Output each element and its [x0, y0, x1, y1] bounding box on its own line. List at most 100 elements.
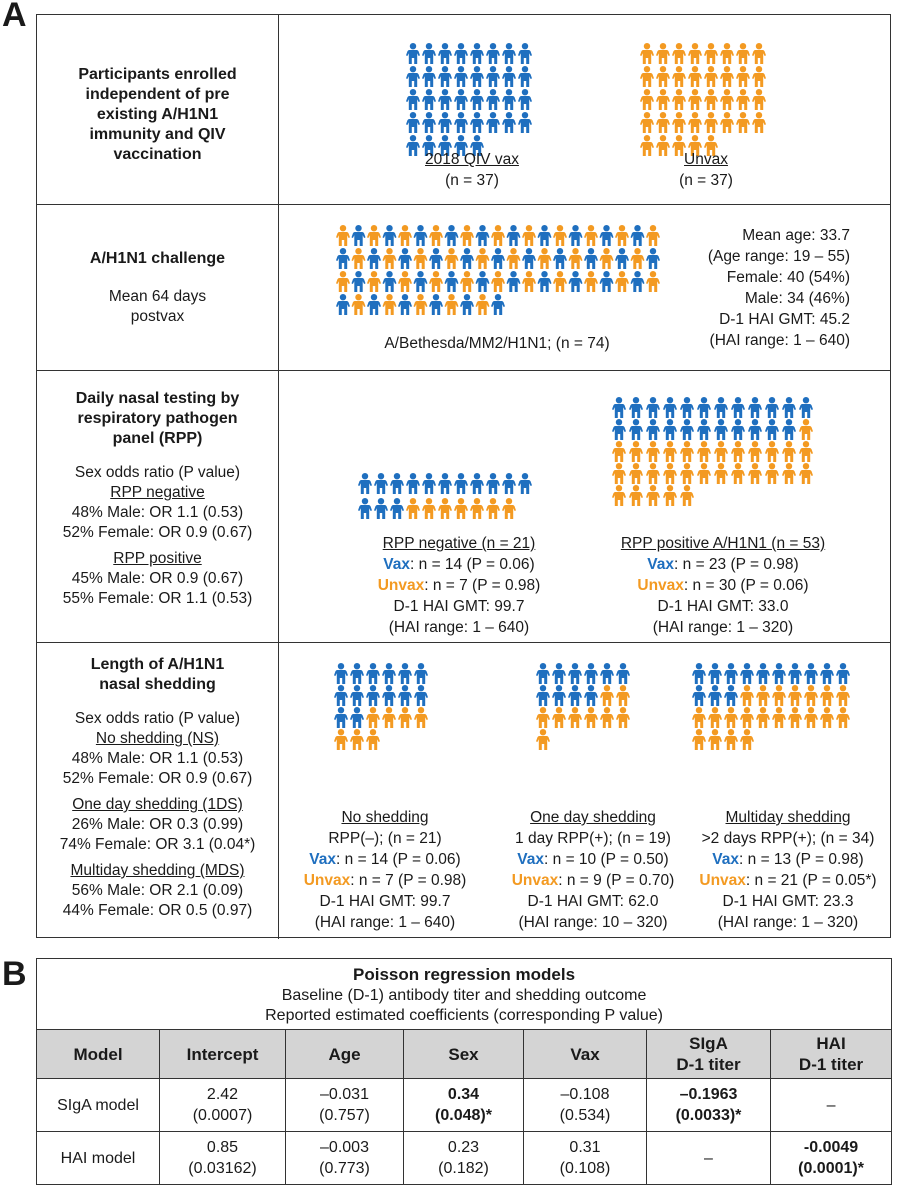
person-icon	[692, 685, 706, 706]
group-line: >2 days RPP(+); (n = 34)	[701, 830, 875, 847]
person-icon	[615, 271, 629, 292]
person-icon	[804, 707, 818, 728]
person-icon	[756, 685, 770, 706]
person-icon	[782, 419, 796, 440]
row2-subtitle-2: postvax	[130, 308, 185, 325]
person-icon	[422, 473, 436, 494]
person-icon	[568, 685, 582, 706]
row4-section-header: No shedding (NS)	[95, 730, 220, 747]
person-icon	[599, 248, 614, 269]
person-icon	[736, 43, 750, 64]
group-title: RPP positive A/H1N1 (n = 53)	[620, 535, 826, 552]
person-icon	[708, 663, 722, 684]
table-cell-hai: –	[769, 1078, 893, 1132]
row4-section-line: 74% Female: OR 3.1 (0.04*)	[59, 836, 256, 853]
table-cell-model: SIgA model	[36, 1078, 160, 1132]
person-icon	[460, 248, 474, 269]
person-icon	[672, 43, 686, 64]
person-icon	[536, 685, 550, 706]
row4-sex-odds: Sex odds ratio (P value)	[74, 710, 241, 727]
table-cell-siga: –	[646, 1131, 771, 1185]
challenge-stat-line: (HAI range: 1 – 640)	[709, 332, 850, 349]
person-icon	[414, 685, 428, 706]
person-icon	[772, 685, 786, 706]
person-icon	[438, 66, 452, 87]
person-icon	[720, 43, 734, 64]
row4-title-line: Length of A/H1N1	[90, 656, 225, 673]
person-icon	[406, 473, 420, 494]
person-icon	[366, 729, 380, 750]
person-icon	[765, 419, 779, 440]
person-icon	[629, 397, 643, 418]
person-icon	[640, 43, 654, 64]
person-icon	[454, 43, 468, 64]
person-icon	[640, 89, 654, 110]
person-icon	[475, 294, 490, 315]
person-icon	[765, 463, 779, 484]
person-icon	[506, 271, 521, 292]
person-icon	[629, 463, 643, 484]
person-icon	[568, 271, 583, 292]
table-header-cell: Intercept	[159, 1029, 286, 1079]
person-icon	[502, 473, 516, 494]
person-icon	[390, 498, 404, 519]
person-icon	[568, 663, 582, 684]
one-day-shedding-people	[536, 663, 630, 750]
person-icon	[406, 89, 420, 110]
person-icon	[429, 248, 443, 269]
person-icon	[656, 43, 670, 64]
person-icon	[460, 271, 474, 292]
person-icon	[584, 663, 598, 684]
person-icon	[398, 225, 412, 246]
unvax-group-label: Unvax	[684, 151, 728, 168]
person-icon	[704, 89, 718, 110]
group-vax-line: Vax: n = 23 (P = 0.98)	[647, 556, 799, 573]
person-icon	[336, 294, 350, 315]
person-icon	[672, 66, 686, 87]
table-cell-siga: –0.1963(0.0033)*	[646, 1078, 771, 1132]
row4-section-line: 44% Female: OR 0.5 (0.97)	[62, 902, 253, 919]
group-gmt: D-1 HAI GMT: 62.0	[527, 893, 659, 910]
person-icon	[680, 485, 694, 506]
person-icon	[422, 43, 436, 64]
person-icon	[438, 112, 452, 133]
person-icon	[640, 135, 654, 156]
person-icon	[334, 707, 348, 728]
person-icon	[422, 89, 436, 110]
person-icon	[714, 397, 728, 418]
person-icon	[599, 225, 614, 246]
group-line: 1 day RPP(+); (n = 19)	[515, 830, 671, 847]
person-icon	[367, 248, 381, 269]
person-icon	[799, 463, 813, 484]
person-icon	[414, 707, 428, 728]
person-icon	[454, 135, 468, 156]
group-vax-line: Vax: n = 10 (P = 0.50)	[517, 851, 669, 868]
person-icon	[568, 225, 583, 246]
person-icon	[444, 225, 459, 246]
person-icon	[470, 66, 484, 87]
table-cell-vax: –0.108(0.534)	[523, 1078, 647, 1132]
table-cell-age: –0.031(0.757)	[285, 1078, 404, 1132]
person-icon	[799, 441, 813, 462]
person-icon	[470, 112, 484, 133]
person-icon	[629, 441, 643, 462]
person-icon	[720, 89, 734, 110]
group-unvax-line: Unvax: n = 9 (P = 0.70)	[511, 872, 675, 889]
person-icon	[350, 685, 364, 706]
person-icon	[406, 66, 420, 87]
person-icon	[740, 663, 754, 684]
person-icon	[460, 225, 474, 246]
panel-b: Poisson regression models Baseline (D-1)…	[35, 958, 893, 1198]
person-icon	[454, 473, 468, 494]
person-icon	[454, 498, 468, 519]
rpp-negative-people	[358, 473, 532, 519]
person-icon	[782, 397, 796, 418]
person-icon	[568, 248, 583, 269]
person-icon	[334, 685, 348, 706]
person-icon	[765, 441, 779, 462]
person-icon	[672, 135, 686, 156]
table-cell-intercept: 0.85(0.03162)	[159, 1131, 286, 1185]
